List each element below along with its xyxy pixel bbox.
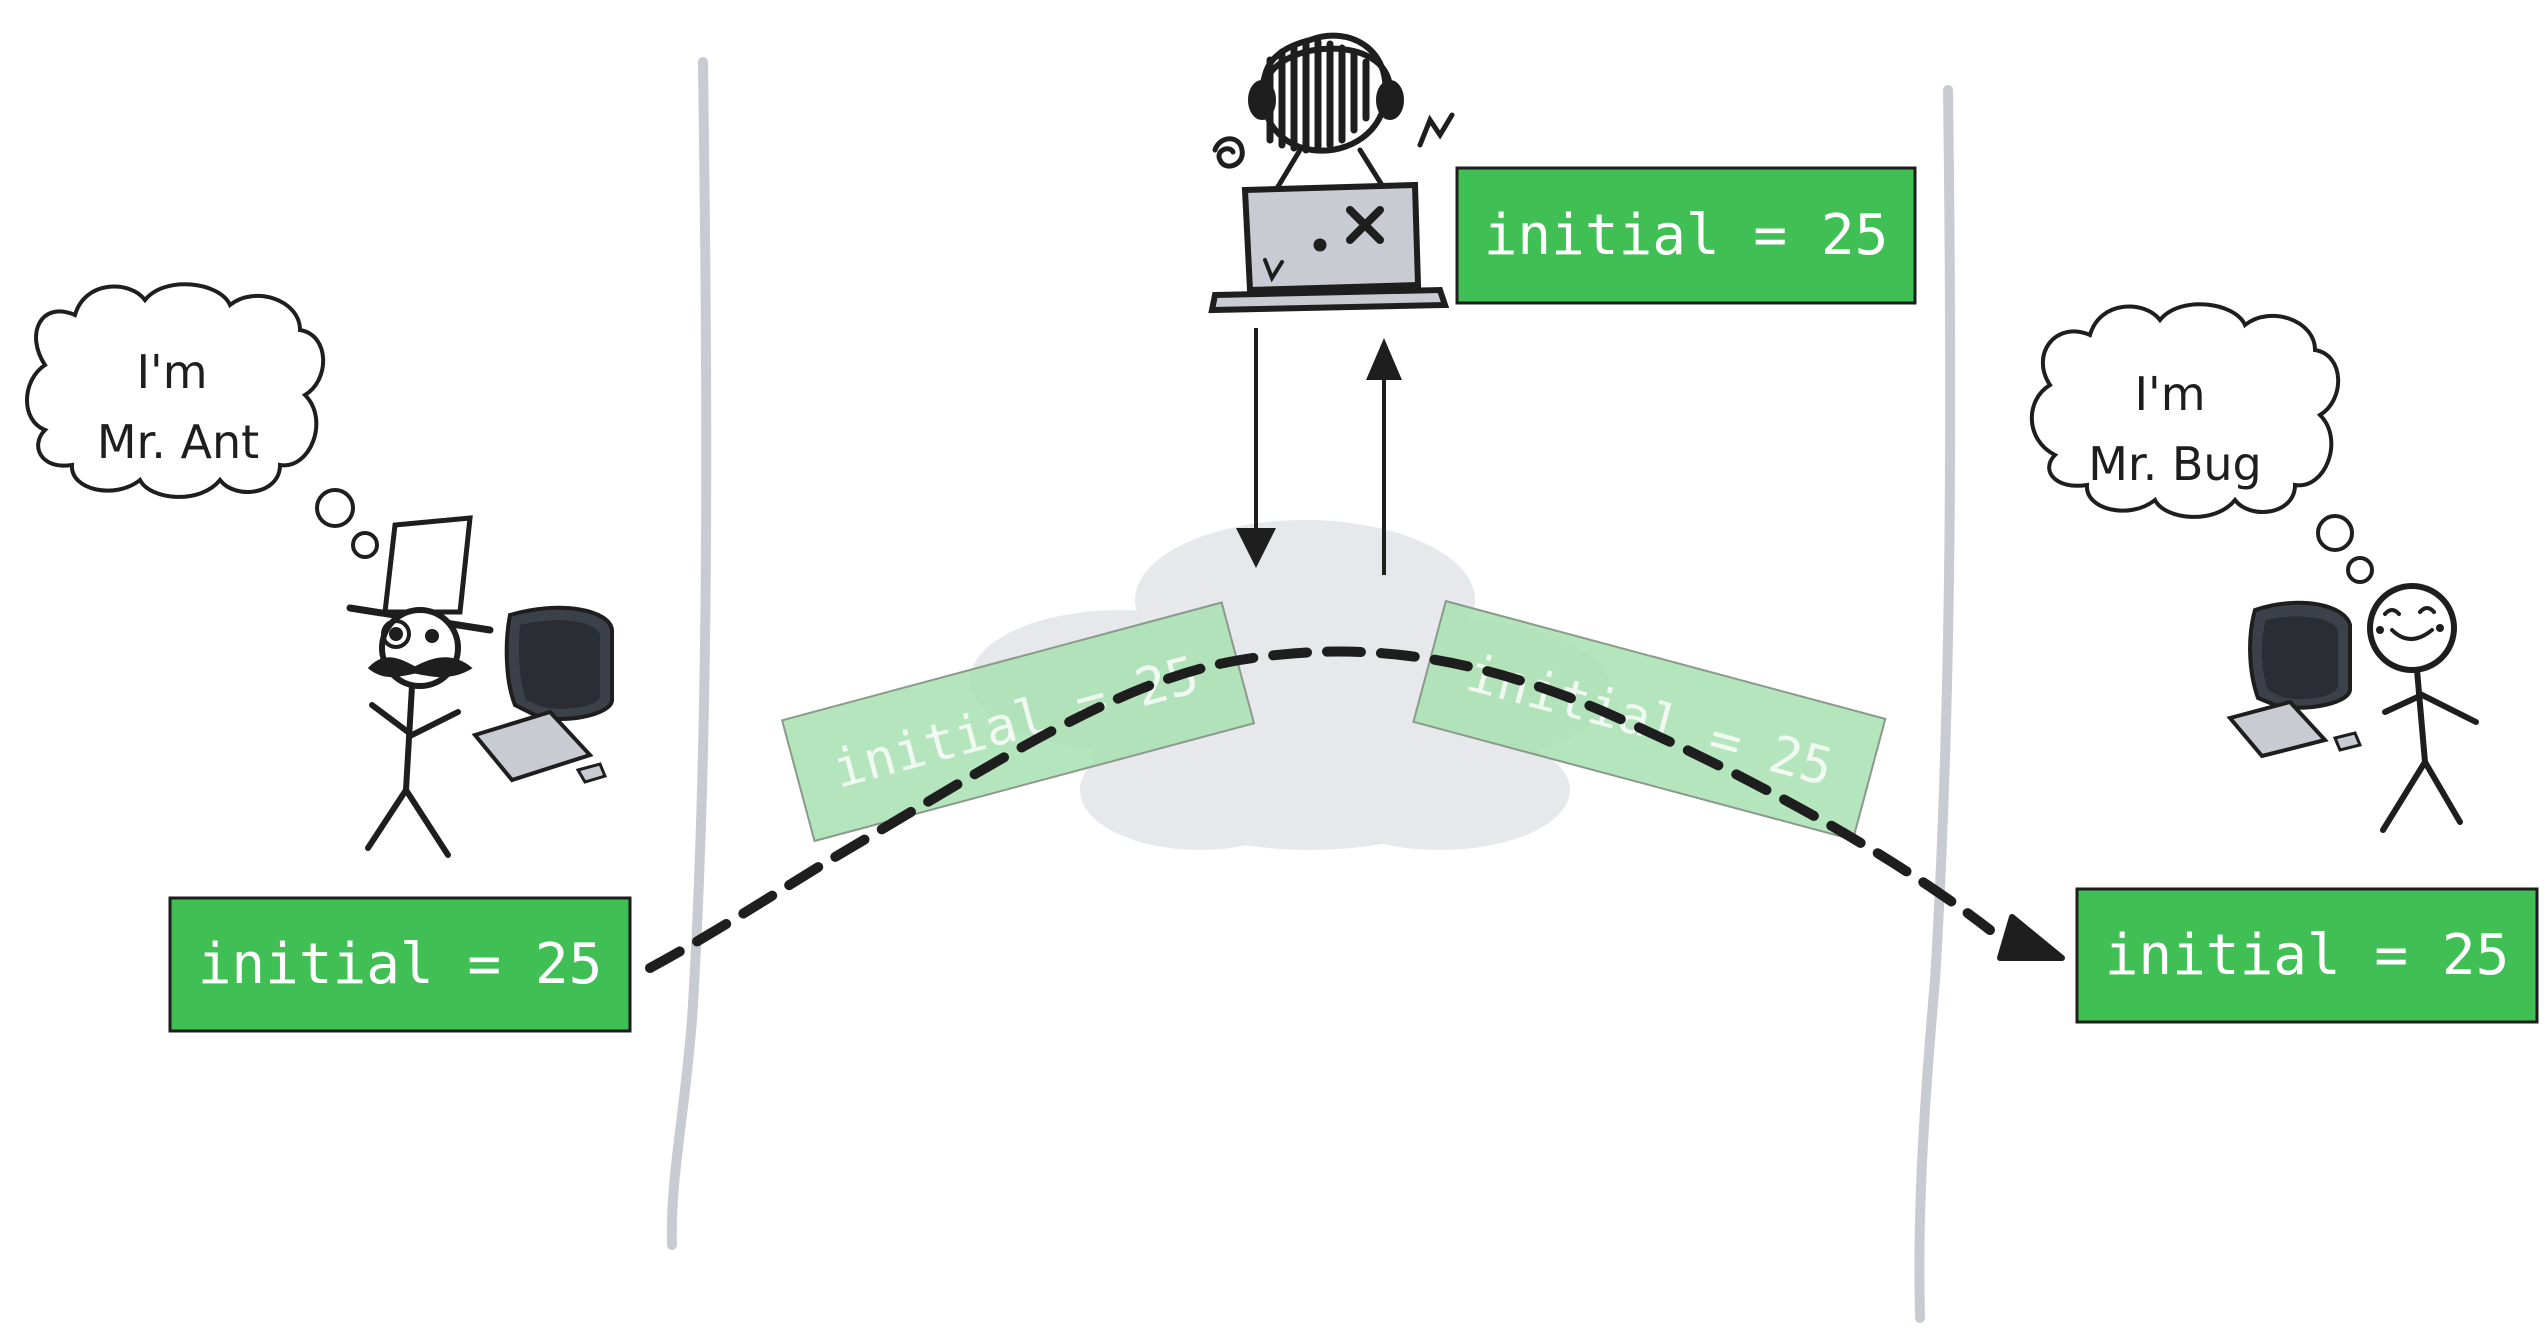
bug-thought-bubble: I'm Mr. Bug (2029, 302, 2374, 584)
bug-thought-line1: I'm (2134, 367, 2205, 421)
transit-box-right (1412, 599, 1887, 841)
bug-value-label: initial = 25 (2105, 923, 2510, 988)
hacker-with-laptop-icon (1208, 32, 1455, 314)
attacker-value-label: initial = 25 (1484, 203, 1889, 268)
bug-value-box (2075, 887, 2539, 1024)
ant-thought-bubble: I'm Mr. Ant (25, 282, 379, 559)
bug-thought-line2: Mr. Bug (2088, 437, 2262, 491)
message-arrowhead (1997, 914, 2065, 961)
stick-figure-smiling-icon (2367, 583, 2479, 833)
desktop-computer-icon (471, 605, 614, 784)
ant-value-box (168, 896, 632, 1033)
ant-thought-line1: I'm (136, 345, 207, 399)
desktop-computer-icon (2226, 600, 2363, 759)
right-wall (1914, 85, 1956, 1323)
attacker-value-box (1455, 166, 1917, 305)
ant-value-label: initial = 25 (198, 932, 603, 997)
left-wall (666, 57, 712, 1250)
stick-figure-top-hat-monocle-icon (346, 515, 494, 858)
message-path (645, 646, 1995, 973)
down-arrowhead (1236, 528, 1276, 568)
ant-thought-line2: Mr. Ant (97, 415, 259, 469)
up-arrowhead (1366, 338, 1402, 380)
